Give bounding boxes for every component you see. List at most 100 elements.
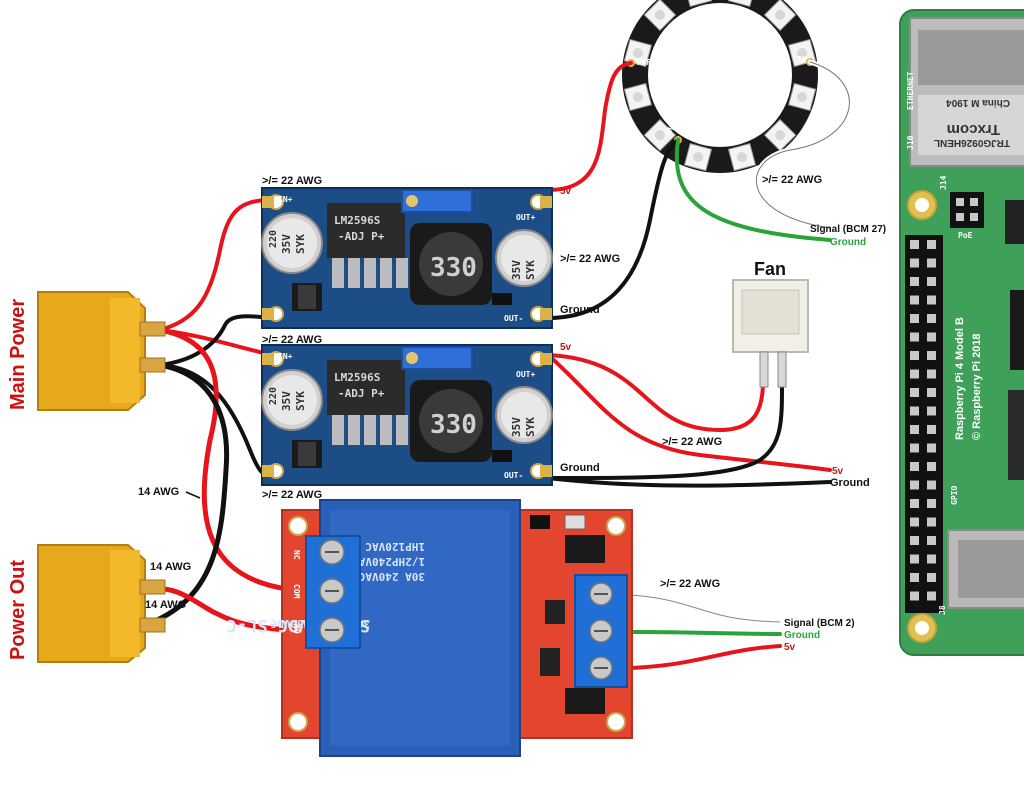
relay-jumper-top xyxy=(565,535,605,563)
xt60-main-power xyxy=(37,291,166,411)
reg2-out-cap-voltage: 35V xyxy=(510,417,523,437)
awg22-reg1-side-label: >/= 22 AWG xyxy=(560,253,620,265)
awg22-top-label: >/= 22 AWG xyxy=(262,175,322,187)
awg14-mid-label: 14 AWG xyxy=(138,486,179,498)
ring-pin-in: IN xyxy=(797,55,807,64)
gpio-pin xyxy=(927,443,936,453)
reg2-pin-out-minus: OUT- xyxy=(504,471,523,480)
pi-chip-b xyxy=(1010,290,1024,370)
gpio-pin xyxy=(910,554,919,564)
pi-board-name: Raspberry Pi 4 Model B xyxy=(954,317,966,440)
gpio-pin xyxy=(927,332,936,342)
pi-chip-a xyxy=(1005,200,1024,244)
reg2-5v-label: 5v xyxy=(560,342,572,353)
gpio-pin xyxy=(927,258,936,268)
gpio-pin xyxy=(910,591,919,601)
awg14-out2-label: 14 AWG xyxy=(145,599,186,611)
relay-ground-label: Ground xyxy=(784,630,820,641)
gpio-pin xyxy=(927,240,936,249)
gpio-pin xyxy=(927,480,936,490)
wire-reg2-to-5v-right xyxy=(546,353,832,472)
awg22-ring-label: >/= 22 AWG xyxy=(762,174,822,186)
buck-converter-1: LM2596S -ADJ P+ 220 35V SYK 330 35V SYK … xyxy=(261,187,553,329)
gpio-silk: GPIO xyxy=(950,486,959,505)
reg2-cap-value: 220 xyxy=(268,387,279,405)
j10-silk: J10 xyxy=(906,135,915,150)
gpio-pin xyxy=(927,351,936,360)
gpio-pin xyxy=(910,536,919,545)
relay-terminal-block-control xyxy=(574,574,628,688)
ethernet-jack: Trxcom TRJG0926HENL China M 1904 xyxy=(909,17,1024,167)
xt60-power-out xyxy=(37,544,166,663)
gpio-pin xyxy=(910,258,919,268)
reg1-pin-out-plus: OUT+ xyxy=(516,213,535,222)
reg1-5v-label: 5v xyxy=(560,186,572,197)
gpio-pin xyxy=(910,314,919,323)
ethernet-silk: ETHERNET xyxy=(906,71,915,110)
relay-rating3: 1/2HP240VAC xyxy=(352,555,425,568)
reg1-out-cap-series: SYK xyxy=(524,260,537,280)
gpio-pin xyxy=(910,499,919,508)
gpio-pin xyxy=(910,240,919,249)
gpio-pin xyxy=(927,388,936,397)
relay-module: SLA-05VDC-SL-C 30A 250VAC30VDC 30A 240VA… xyxy=(227,499,633,757)
reg2-chip-line1: LM2596S xyxy=(334,371,380,384)
reg1-out-cap-voltage: 35V xyxy=(510,260,523,280)
relay-term-nc: NC xyxy=(292,550,301,560)
gpio-pin xyxy=(927,406,936,416)
reg1-cap-series: SYK xyxy=(294,234,307,254)
wire-main-to-powerout-black xyxy=(142,362,230,628)
gpio-pin xyxy=(927,314,936,323)
gpio-pin xyxy=(910,351,919,360)
buck-converter-2: LM2596S -ADJ P+ 220 35V SYK 330 35V SYK … xyxy=(261,344,553,486)
awg22-reg2-bottom-label: >/= 22 AWG xyxy=(262,489,322,501)
wire-reg2-to-fan-plus xyxy=(546,353,765,432)
relay-jumper-bottom xyxy=(565,688,605,714)
gpio-pin xyxy=(927,277,936,286)
relay-signal-label: Signal (BCM 2) xyxy=(784,618,855,629)
gpio-pin xyxy=(927,499,936,508)
wire-relay-signal xyxy=(627,592,783,625)
gpio-header xyxy=(905,235,943,613)
gpio-pin xyxy=(910,425,919,434)
gpio-pin xyxy=(910,406,919,416)
eth-brand: Trxcom xyxy=(947,121,1000,138)
gpio-pin xyxy=(927,573,936,582)
gpio-pin xyxy=(910,573,919,582)
reg2-pin-in-plus: IN+ xyxy=(278,352,293,361)
gpio-pin xyxy=(910,295,919,305)
ring-pin-pwr: PWR xyxy=(637,58,652,67)
main-power-label: Main Power xyxy=(7,299,29,410)
ring-led xyxy=(683,0,713,7)
awg14-mid-arrow xyxy=(185,491,201,499)
reg1-chip-line1: LM2596S xyxy=(334,214,380,227)
relay-rating4: 1HP120VAC xyxy=(365,540,425,553)
led-ring: PWR IN GND xyxy=(622,0,818,173)
wire-relay-ground xyxy=(628,630,782,636)
j8-silk: J8 xyxy=(938,605,947,615)
j14-silk: J14 xyxy=(939,175,948,190)
gpio-pin xyxy=(927,369,936,379)
ring-led xyxy=(727,0,757,7)
gpio-pin xyxy=(927,591,936,601)
reg2-chip-line2: -ADJ P+ xyxy=(338,387,385,400)
awg14-out1-label: 14 AWG xyxy=(150,561,191,573)
wire-reg2-to-fan-minus xyxy=(546,383,784,480)
reg2-pin-out-plus: OUT+ xyxy=(516,370,535,379)
labels: Main Power Power Out Fan >/= 22 AWG >/= … xyxy=(7,174,886,660)
wire-reg2-to-ground-right xyxy=(546,476,832,488)
eth-origin: China M 1904 xyxy=(946,97,1010,108)
right-ground-label: Ground xyxy=(830,477,870,489)
gpio-pin xyxy=(927,536,936,545)
eth-part: TRJG0926HENL xyxy=(934,137,1010,148)
gpio-pin xyxy=(910,462,919,471)
gpio-pin xyxy=(927,295,936,305)
relay-rating2: 30A 240VAC xyxy=(359,570,425,583)
awg22-relay-label: >/= 22 AWG xyxy=(660,578,720,590)
reg2-cap-voltage: 35V xyxy=(280,391,293,411)
wire-reg1-to-ring-pwr xyxy=(546,61,633,192)
raspberry-pi-board: Trxcom TRJG0926HENL China M 1904 ETHERNE… xyxy=(899,9,1024,656)
wire-main-to-reg1-in-plus xyxy=(158,198,274,332)
ring-ground-label: Ground xyxy=(830,237,866,248)
reg2-cap-series: SYK xyxy=(294,391,307,411)
